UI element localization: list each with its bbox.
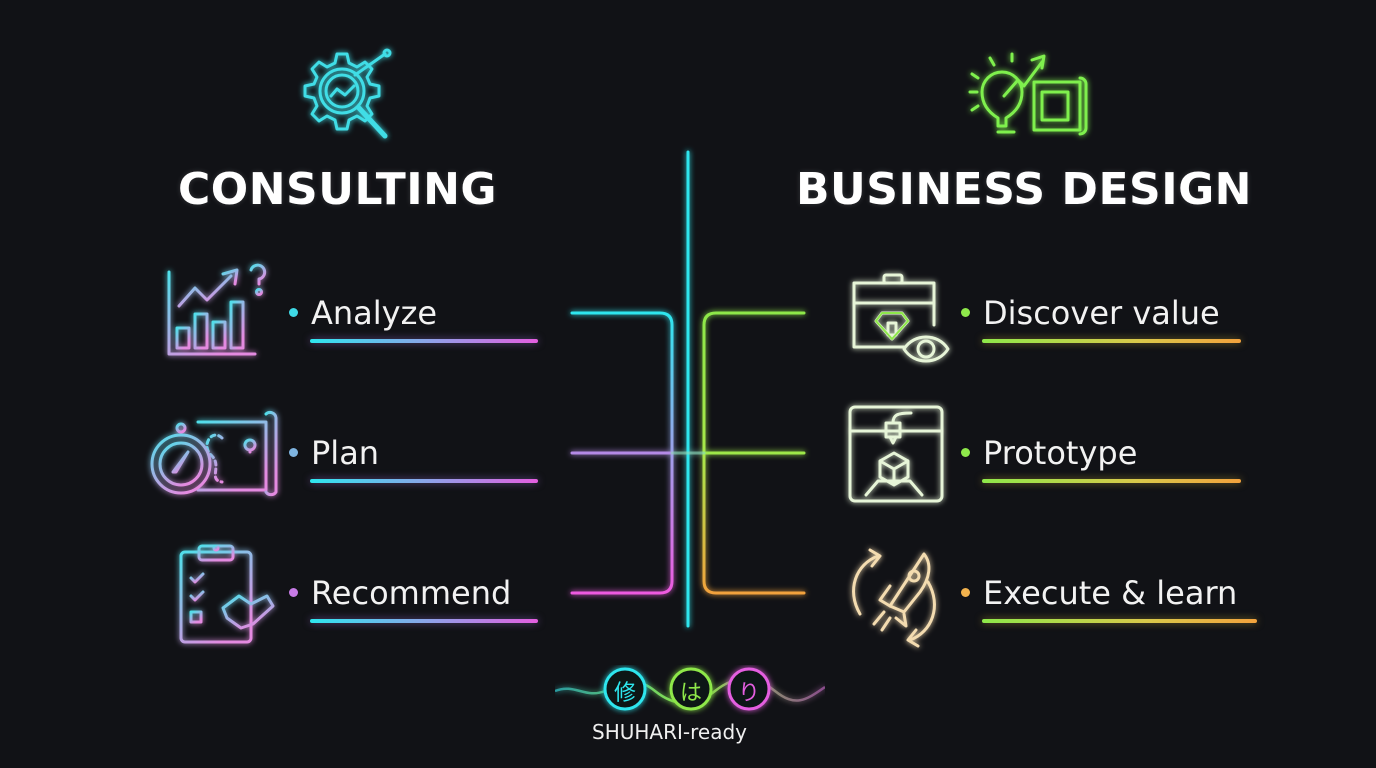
execute-learn-bullet [961,588,970,597]
prototype-underline [982,479,1241,483]
ri-glyph: り [737,681,760,706]
execute-learn-underline [982,619,1257,623]
consulting-title: CONSULTING [178,164,498,215]
discover-value-underline [982,339,1241,343]
execute-learn-label: Execute & learn [983,574,1238,612]
shuhari-wave-badges [555,667,825,711]
compass-map-icon [150,410,278,497]
prototype-label: Prototype [983,434,1138,472]
recommend-bullet [289,588,298,597]
ri-badge [727,667,771,711]
prototype-bullet [961,448,970,457]
shuhari-label: SHUHARI-ready [592,720,747,744]
ha-badge [669,667,713,711]
clipboard-handshake-icon [179,544,275,644]
analyze-label: Analyze [311,294,438,332]
3d-printer-icon [848,405,944,503]
business-design-title: BUSINESS DESIGN [796,164,1253,215]
plan-label: Plan [311,434,380,472]
ha-glyph: は [679,681,702,706]
discover-value-bullet [961,308,970,317]
treasure-chest-eye-icon [852,273,950,363]
analyze-underline [310,339,538,343]
chart-question-icon [167,263,267,356]
shu-glyph: 修 [613,681,636,706]
plan-underline [310,479,538,483]
discover-value-label: Discover value [983,294,1220,332]
recommend-underline [310,619,538,623]
lightbulb-blueprint-icon [968,52,1088,136]
analyze-bullet [289,308,298,317]
rocket-cycle-icon [852,548,936,648]
plan-bullet [289,448,298,457]
gear-magnifier-chart-icon [303,48,392,139]
recommend-label: Recommend [311,574,512,612]
shu-badge [603,667,647,711]
